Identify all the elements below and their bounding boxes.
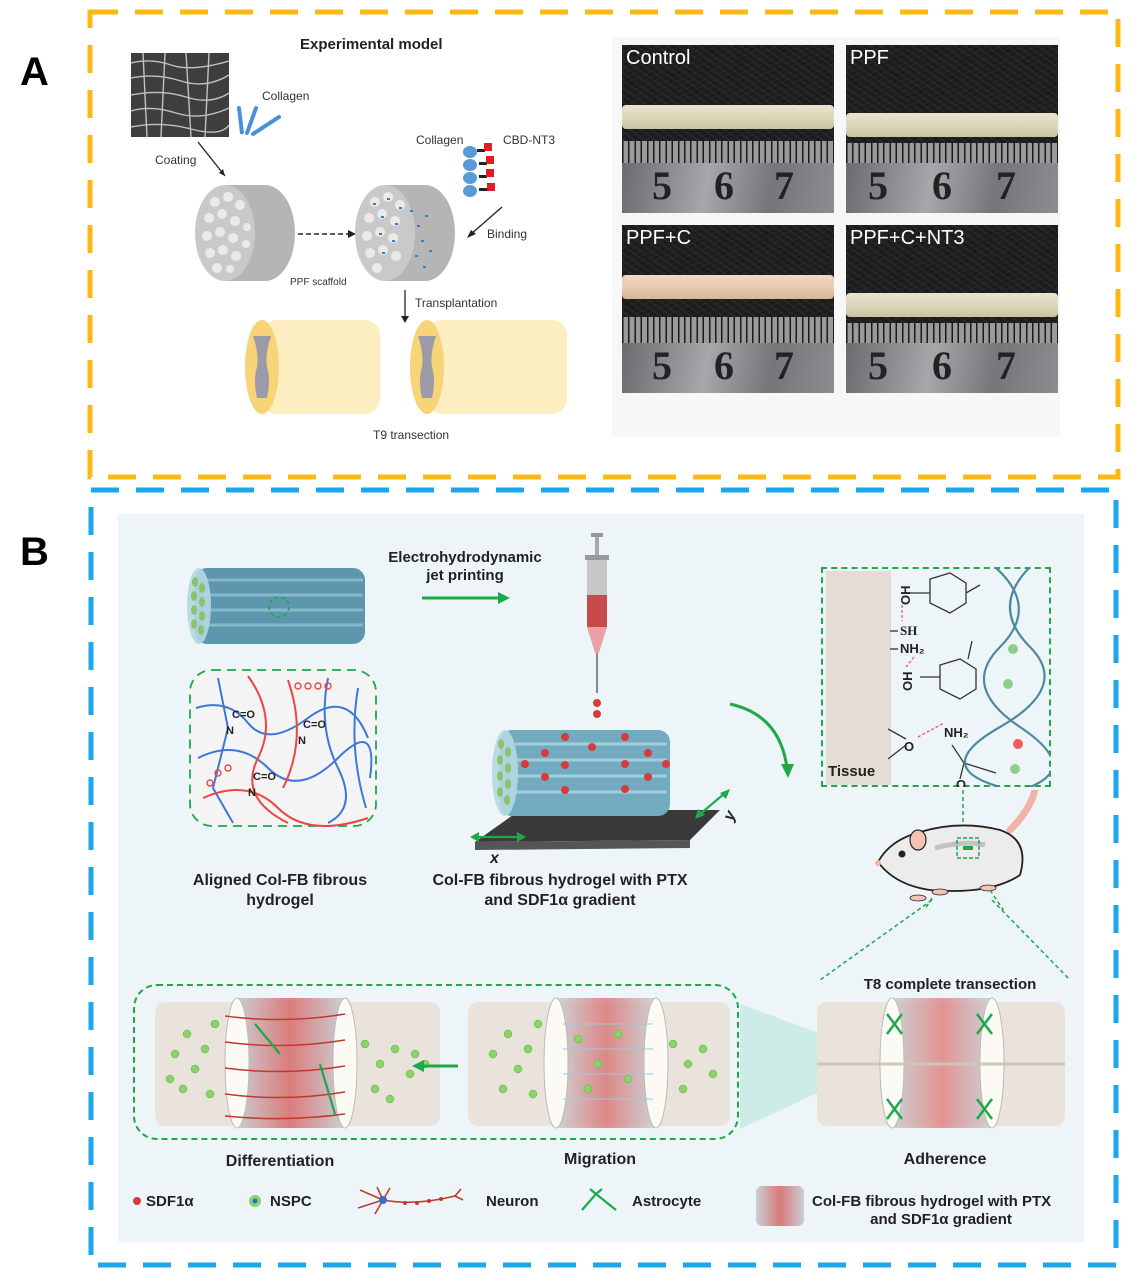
hydrogel-network-zoom: C=O N C=O N C=O N (189, 669, 377, 827)
differentiation-label: Differentiation (225, 1153, 335, 1170)
ruler-number-5: 5 (652, 343, 672, 388)
oh-label-1: OH (898, 586, 913, 606)
neuron-icon (357, 1186, 464, 1215)
oh-label-2: OH (900, 672, 915, 692)
gradient-label-line1: Col-FB fibrous hydrogel with PTX (432, 872, 688, 889)
differentiation-migration-group (133, 984, 739, 1140)
cbd-nt3-label: CBD-NT3 (503, 133, 556, 147)
ruler-number-7: 7 (996, 163, 1016, 208)
transplantation-label: Transplantation (415, 296, 498, 310)
ppf-scaffold-plain (195, 185, 295, 281)
t8-transection-label: T8 complete transection (863, 976, 1037, 993)
ehd-label-line1: Electrohydrodynamic (388, 549, 542, 566)
ehd-arrow-icon (422, 592, 510, 604)
tissue-label: Tissue (828, 763, 876, 780)
collagen-label-top: Collagen (262, 89, 310, 103)
spinal-cord-right (410, 320, 567, 414)
collagen-cbd-nt3-icon (463, 143, 495, 197)
sem-image (131, 53, 229, 137)
photo-label-control: Control (626, 47, 691, 69)
legend-sdf1a: SDF1α (146, 1193, 194, 1210)
stage-adherence (817, 997, 1065, 1129)
sdf1a-dot-icon (133, 1197, 141, 1205)
o-label-2: O (956, 777, 966, 787)
legend-gradient-line2: and SDF1α gradient (870, 1211, 1012, 1228)
ruler-number-6: 6 (714, 343, 734, 388)
ruler-number-5: 5 (868, 163, 888, 208)
dashed-arrow-icon (298, 230, 356, 238)
adhesion-chemistry: OH NH₂ OH NH₂ O O SH (887, 567, 1050, 787)
experimental-model-title: Experimental model (300, 36, 443, 53)
mouse-to-stage-lines (819, 900, 1071, 980)
ruler-number-7: 7 (774, 163, 794, 208)
coating-arrow-icon (197, 141, 226, 177)
photo-ppf: 5 6 7 PPF (846, 45, 1058, 213)
stage-migration (468, 997, 730, 1129)
ruler-number-6: 6 (932, 343, 952, 388)
ruler-number-7: 7 (996, 343, 1016, 388)
legend-gradient-line1: Col-FB fibrous hydrogel with PTX (812, 1193, 1052, 1210)
gradient-hydrogel-icon (756, 1186, 804, 1226)
printed-gradient-hydrogel (475, 730, 720, 850)
gradient-label-line2: and SDF1α gradient (484, 892, 636, 909)
ppf-scaffold-label: PPF scaffold (290, 277, 347, 288)
t9-transection-label: T9 transection (373, 428, 450, 442)
panel-a-frame (87, 9, 1121, 480)
svg-text:C=O: C=O (303, 719, 326, 731)
y-axis-arrow-icon (695, 789, 730, 819)
sh-label: SH (900, 623, 917, 638)
stage-differentiation (155, 997, 440, 1129)
ruler-number-6: 6 (932, 163, 952, 208)
curved-arrow-icon (729, 702, 794, 778)
x-axis-label: x (490, 850, 499, 867)
svg-text:N: N (298, 735, 306, 747)
mouse-illustration (875, 790, 1039, 910)
ruler-number-6: 6 (714, 163, 734, 208)
ruler-number-7: 7 (774, 343, 794, 388)
nh2-label-1: NH₂ (900, 641, 925, 656)
photo-ppf-c-nt3: 5 6 7 PPF+C+NT3 (846, 225, 1058, 393)
coating-label: Coating (155, 153, 197, 167)
legend-nspc: NSPC (270, 1193, 312, 1210)
ruler-number-5: 5 (868, 343, 888, 388)
transplantation-arrow-icon (401, 290, 409, 323)
binding-arrow-icon (467, 206, 503, 238)
svg-text:N: N (226, 725, 234, 737)
migration-label: Migration (564, 1151, 636, 1168)
photo-control: 5 6 7 Control (622, 45, 834, 213)
collagen-fibers-icon (237, 106, 281, 136)
astrocyte-icon (581, 1188, 617, 1211)
spinal-cord-left (245, 320, 380, 414)
panel-b-letter: B (20, 530, 49, 574)
legend-astrocyte: Astrocyte (632, 1193, 702, 1210)
legend-neuron: Neuron (486, 1193, 539, 1210)
photo-label-ppf: PPF (850, 47, 889, 69)
back-arrow-icon (412, 1060, 458, 1072)
aligned-fiber-cylinder (187, 568, 365, 644)
photo-ppf-c: 5 6 7 PPF+C (622, 225, 834, 393)
photo-label-ppf-c: PPF+C (626, 227, 692, 249)
photo-label-ppf-c-nt3: PPF+C+NT3 (850, 227, 965, 249)
svg-text:C=O: C=O (253, 771, 276, 783)
tissue-block (826, 571, 891, 785)
panel-b-frame (88, 487, 1119, 1268)
ruler-number-5: 5 (652, 163, 672, 208)
ehd-label-line2: jet printing (426, 567, 504, 584)
o-label-1: O (904, 739, 914, 754)
x-axis-arrow-icon (470, 832, 526, 842)
syringe-icon (585, 533, 609, 718)
collagen-label-right: Collagen (416, 133, 464, 147)
tissue-adhesion-box (821, 567, 1051, 787)
svg-text:C=O: C=O (232, 709, 255, 721)
nspc-cell-icon (249, 1195, 261, 1207)
adherence-label: Adherence (903, 1151, 987, 1168)
zoom-cone (740, 1004, 890, 1129)
aligned-label-line2: hydrogel (246, 892, 314, 909)
svg-text:N: N (248, 787, 256, 799)
nh2-label-2: NH₂ (944, 725, 969, 740)
binding-label: Binding (487, 227, 528, 241)
aligned-label-line1: Aligned Col-FB fibrous (192, 872, 368, 889)
ppf-scaffold-coated (355, 185, 455, 281)
panel-a-letter: A (20, 50, 49, 94)
